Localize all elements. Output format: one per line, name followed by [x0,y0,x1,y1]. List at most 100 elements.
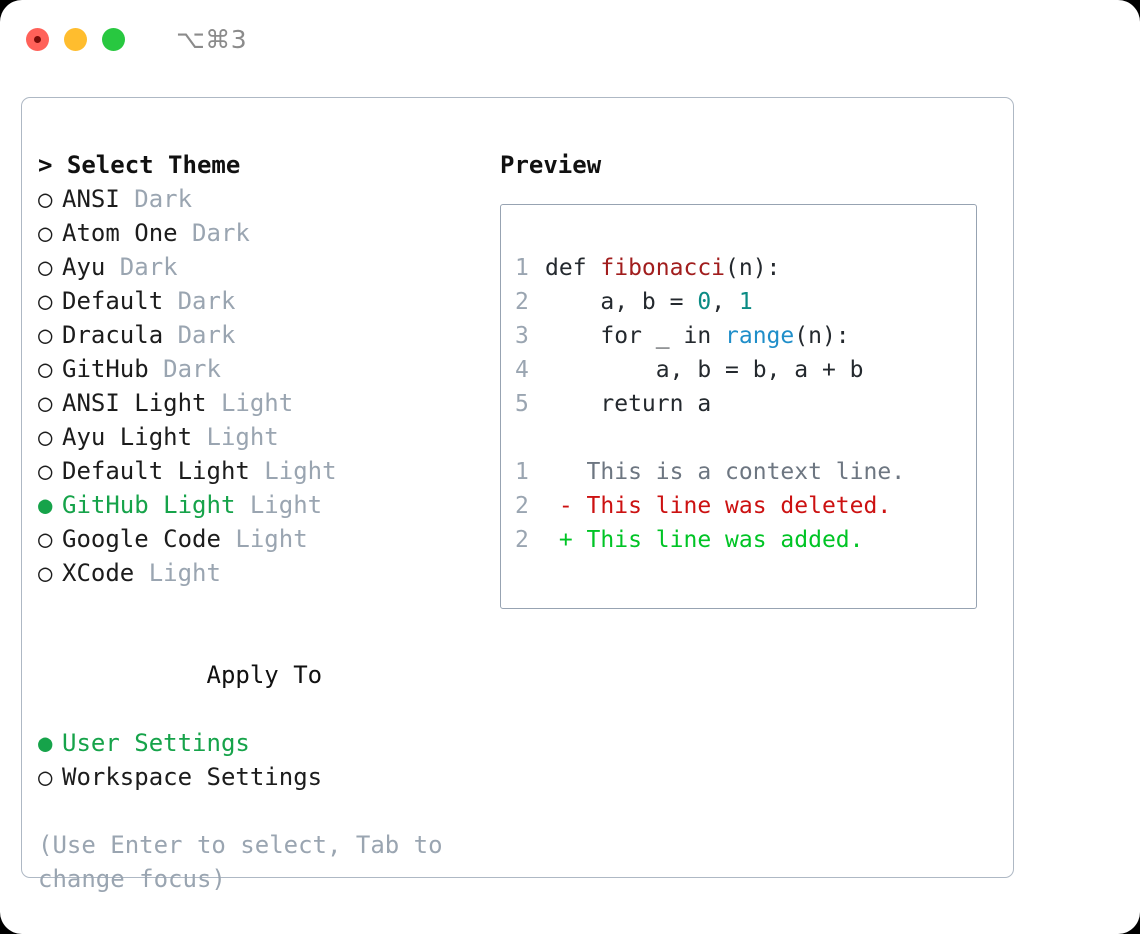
diff-line-added: 2 + This line was added. [515,523,976,557]
theme-option-variant: Light [206,423,279,451]
theme-option-label: Default [62,287,178,315]
theme-option-google-code[interactable]: ○ Google Code Light [38,522,478,556]
code-token-plain: a, b = [545,289,698,315]
diff-marker: - [545,493,573,519]
theme-option-variant: Dark [134,185,193,213]
theme-option-variant: Dark [163,355,221,383]
theme-option-variant: Light [235,525,308,553]
diff-marker [545,459,573,485]
code-line: 1 def fibonacci(n): [515,251,976,285]
select-theme-header: > Select Theme [38,151,241,179]
code-line: 2 a, b = 0, 1 [515,285,976,319]
theme-option-ansi-light[interactable]: ○ ANSI Light Light [38,386,478,420]
code-line-number: 2 [515,289,529,315]
radio-unselected-icon: ○ [38,389,67,417]
apply-to-list: ● User Settings○ Workspace Settings [38,726,478,794]
theme-option-variant: Light [220,389,294,417]
theme-option-label: Default Light [62,457,265,485]
radio-unselected-icon: ○ [38,525,67,553]
theme-option-variant: Dark [177,287,236,315]
theme-option-variant: Dark [119,253,178,281]
apply-to-option-label: User Settings [62,729,250,757]
radio-unselected-icon: ○ [38,321,67,349]
code-diff-gap [515,421,976,455]
radio-unselected-icon: ○ [38,423,67,451]
theme-option-label: Ayu Light [62,423,207,451]
theme-option-xcode[interactable]: ○ XCode Light [38,556,478,590]
theme-option-github-light[interactable]: ● GitHub Light Light [38,488,478,522]
theme-option-variant: Dark [177,321,236,349]
theme-option-ayu-light[interactable]: ○ Ayu Light Light [38,420,478,454]
diff-line-number: 2 [515,493,529,519]
radio-selected-icon: ● [38,729,67,757]
theme-option-variant: Light [264,457,337,485]
theme-option-default-light[interactable]: ○ Default Light Light [38,454,478,488]
diff-sample: 1 This is a context line.2 - This line w… [515,455,976,557]
theme-option-variant: Dark [192,219,250,247]
theme-list: ○ ANSI Dark○ Atom One Dark○ Ayu Dark○ De… [38,182,478,590]
main-panel: > Select Theme ○ ANSI Dark○ Atom One Dar… [21,97,1014,893]
theme-option-label: ANSI Light [62,389,221,417]
code-token-plain: , [711,289,739,315]
theme-option-variant: Light [148,559,221,587]
code-token-num: 0 [697,289,712,315]
code-line-number: 4 [515,357,529,383]
code-line-number: 1 [515,255,529,281]
diff-line-text: This line was added. [572,527,864,553]
window-controls [26,27,125,51]
radio-unselected-icon: ○ [38,457,67,485]
theme-option-variant: Light [249,491,323,519]
code-line: 4 a, b = b, a + b [515,353,976,387]
theme-option-github[interactable]: ○ GitHub Dark [38,352,478,386]
radio-unselected-icon: ○ [38,253,67,281]
radio-unselected-icon: ○ [38,559,67,587]
radio-unselected-icon: ○ [38,219,67,247]
diff-line-number: 2 [515,527,529,553]
radio-unselected-icon: ○ [38,185,67,213]
apply-to-indent [183,658,207,692]
hint-spacer [38,794,478,828]
minimize-button[interactable] [64,27,87,51]
code-token-plain: def [545,255,601,281]
radio-unselected-icon: ○ [38,287,67,315]
diff-marker: + [545,527,573,553]
code-token-fn: fibonacci [600,255,726,281]
code-line: 5 return a [515,387,976,421]
theme-option-label: ANSI [62,185,135,213]
theme-option-label: GitHub [62,355,164,383]
theme-option-label: XCode [62,559,149,587]
theme-option-ansi[interactable]: ○ ANSI Dark [38,182,478,216]
apply-to-header: Apply To [38,624,478,726]
radio-unselected-icon: ○ [38,355,67,383]
code-line-number: 5 [515,391,529,417]
apply-to-option-label: Workspace Settings [62,763,323,791]
theme-option-label: Dracula [62,321,178,349]
theme-option-label: Ayu [62,253,120,281]
radio-unselected-icon: ○ [38,763,67,791]
code-token-plain: (n): [794,323,850,349]
code-token-plain: return a [545,391,712,417]
list-spacer [38,590,478,624]
code-token-builtin: range [725,323,795,349]
title-bar: ⌥⌘3 [0,0,1140,78]
theme-option-dracula[interactable]: ○ Dracula Dark [38,318,478,352]
close-button[interactable] [26,27,49,51]
radio-selected-icon: ● [38,491,67,519]
diff-line-text: This line was deleted. [572,493,892,519]
theme-option-default[interactable]: ○ Default Dark [38,284,478,318]
keyboard-shortcut-label: ⌥⌘3 [176,24,248,54]
theme-option-atom-one[interactable]: ○ Atom One Dark [38,216,478,250]
code-token-plain: (n): [725,255,781,281]
apply-to-option-workspace-settings[interactable]: ○ Workspace Settings [38,760,478,794]
zoom-button[interactable] [102,27,125,51]
code-line: 3 for _ in range(n): [515,319,976,353]
apply-to-option-user-settings[interactable]: ● User Settings [38,726,478,760]
code-token-plain: for _ in [545,323,726,349]
code-line-number: 3 [515,323,529,349]
theme-option-ayu[interactable]: ○ Ayu Dark [38,250,478,284]
theme-option-label: Google Code [62,525,236,553]
